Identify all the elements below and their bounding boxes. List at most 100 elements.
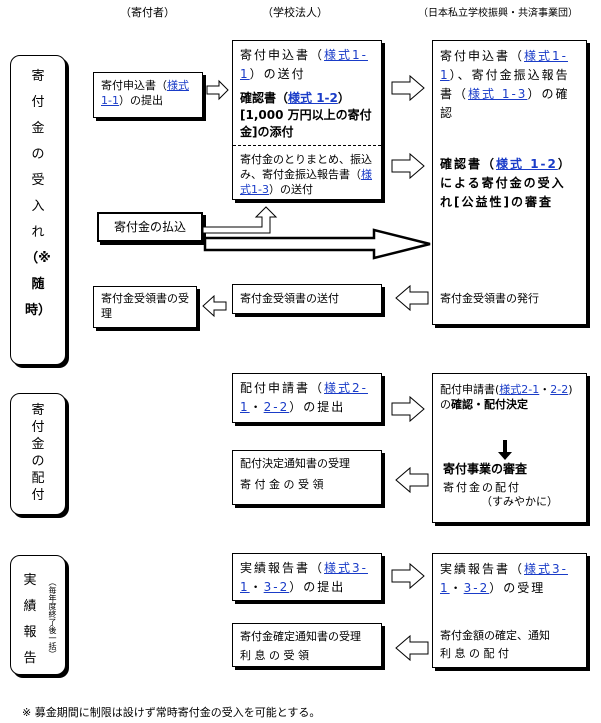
form-link[interactable]: 様式3-1 [240,561,368,594]
school-text: 実績報告書（ [240,561,325,575]
school-receipt-send-box: 寄付金受領書の送付 [232,284,382,314]
form-link[interactable]: 様式 1-2 [288,91,338,105]
form-link[interactable]: 様式3-1 [440,562,568,595]
side-char: 績 [23,599,37,614]
donor-receipt-text: 寄付金受領書の受理 [101,292,189,320]
donor-receipt-box: 寄付金受領書の受理 [93,286,197,328]
side-char: 時） [24,303,51,318]
donor-text: 寄付申込書（ [101,79,167,92]
school-text: ）の提出 [289,580,346,594]
form-link[interactable]: 様式2-1 [499,383,540,396]
school-text: ・ [249,580,264,594]
foundation-text: ）、寄付金振込報告書（ [440,68,570,101]
form-link[interactable]: 2-2 [550,383,569,396]
form-link[interactable]: 様式2-1 [240,381,368,414]
foundation-text: 確認・配付決定 [451,398,528,411]
foundation-text: ）の受理 [489,581,546,595]
form-link[interactable]: 様式1-1 [440,49,568,82]
school-text: ） [337,91,350,105]
left-arrow-icon [395,284,429,312]
side-label-report-sub: （毎年度終了後一括） [48,578,57,658]
side-char: 入 [31,199,45,214]
header-school: （学校法人） [262,6,328,19]
school-text: 寄付金確定通知書の受理 [240,630,361,643]
foundation-text: 寄付事業の審査 [443,462,528,476]
school-text: 配付決定通知書の受理 [240,457,350,470]
side-char: 付 [31,95,45,110]
foundation-text: 寄付金額の確定、通知 [440,629,550,642]
school-text: 確認書（ [240,91,289,105]
foundation-text: 確認書（ [440,157,497,171]
form-link[interactable]: 様式1-1 [101,79,189,107]
school-application-box: 寄付申込書（様式1-1）の送付 確認書（様式 1-2）[1,000 万円以上の寄… [232,40,382,200]
side-char: 受 [31,173,45,188]
side-char: 報 [23,625,37,640]
form-link[interactable]: 3-2 [463,581,490,595]
foundation-text: （すみやかに） [481,495,558,508]
footnote: ※ 募金期間に制限は設けず常時寄付金の受入を可能とする。 [22,706,321,719]
right-arrow-icon [391,152,425,180]
side-char: 金 [31,437,45,452]
foundation-text: ）による寄付金の受入れ[公益性]の審査 [440,157,572,209]
header-donor: （寄付者） [120,6,175,19]
side-char: （※ [25,251,51,266]
form-link[interactable]: 様式 1-2 [496,157,558,171]
donor-text: ）の提出 [118,94,163,107]
left-arrow-icon [395,634,429,662]
side-label-report: 実 績 報 告 （毎年度終了後一括） [10,555,66,675]
down-arrow-head-icon [498,452,512,460]
school-final-box: 寄付金確定通知書の受理 利 息 の 受 領 [232,623,382,667]
school-text: 寄付申込書（ [240,48,325,62]
header-foundation: （日本私立学校振興・共済事業団） [418,8,578,19]
side-char: れ [31,225,45,240]
side-char: 配 [31,471,45,486]
side-char: の [31,147,45,162]
side-char: 寄 [31,69,45,84]
form-link[interactable]: 様式 1-3 [468,87,528,101]
left-arrow-icon [395,466,429,494]
side-char: 金 [31,121,45,136]
side-char: 告 [23,651,37,666]
school-text: ）の送付 [249,67,306,81]
side-char: 随 [31,277,45,292]
foundation-text: 寄付申込書（ [440,49,525,63]
side-char: 付 [31,488,45,503]
up-arrow-icon [202,206,278,234]
school-distribution-request-box: 配付申請書（様式2-1・2-2）の提出 [232,373,382,423]
foundation-text: 配付申請書( [440,383,500,396]
side-char: 実 [23,573,37,588]
left-arrow-icon [202,294,227,318]
foundation-text: 寄付金受領書の発行 [440,292,539,305]
school-decision-box: 配付決定通知書の受理 寄 付 金 の 受 領 [232,450,382,505]
foundation-text: ）の確認 [440,87,570,120]
foundation-text: )の [440,383,573,411]
school-text: 寄付金受領書の送付 [240,292,339,305]
donor-application-box: 寄付申込書（様式1-1）の提出 [93,72,203,118]
form-link[interactable]: 2-2 [263,400,290,414]
right-arrow-icon [206,79,229,101]
school-text: [1,000 万円以上の寄付金]の添付 [240,108,372,139]
foundation-text: 利 息 の 配 付 [440,647,509,660]
side-char: 寄 [31,403,45,418]
foundation-report-box: 実績報告書（様式3-1・3-2）の受理 寄付金額の確定、通知 利 息 の 配 付 [432,553,587,668]
school-text: ）の提出 [289,400,346,414]
side-char: の [31,454,45,469]
foundation-text: ・ [539,383,551,396]
foundation-review-box: 寄付申込書（様式1-1）、寄付金振込報告書（様式 1-3）の確認 確認書（様式 … [432,40,587,325]
payment-arrow-icon [203,228,431,260]
form-link[interactable]: 様式1-1 [240,48,368,81]
right-arrow-icon [391,562,425,590]
school-text: 寄 付 金 の 受 領 [240,478,324,491]
down-arrow-icon [503,440,507,454]
foundation-text: 寄付金の配付 [443,481,521,494]
school-text: ）の送付 [268,183,313,196]
form-link[interactable]: 3-2 [263,580,290,594]
school-text: 寄付金のとりまとめ、振込み、寄付金振込報告書（ [240,153,372,181]
school-report-box: 実績報告書（様式3-1・3-2）の提出 [232,553,382,601]
school-text: 配付申請書（ [240,381,325,395]
form-link[interactable]: 様式1-3 [240,168,372,196]
foundation-text: 実績報告書（ [440,562,525,576]
side-label-receive: 寄 付 金 の 受 入 れ （※ 随 時） [10,55,66,365]
right-arrow-icon [391,74,425,102]
